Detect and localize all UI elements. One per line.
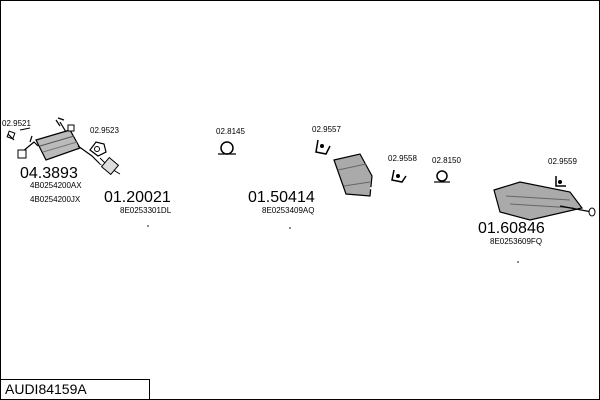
part-number: 01.20021: [104, 189, 171, 206]
accessory-label: 02.9558: [388, 154, 417, 163]
part-ref: 4B0254200AX: [30, 181, 82, 190]
part-number: 01.60846: [478, 220, 545, 237]
rear-silencer: [493, 181, 596, 221]
gasket-icon: [6, 127, 31, 140]
part-number: 01.50414: [248, 189, 315, 206]
part-ref: 8E0253301DL: [120, 206, 172, 215]
accessory-label: 02.9523: [90, 126, 119, 135]
hanger-icon: [555, 176, 566, 187]
diagram-title: AUDI84159A: [5, 381, 87, 397]
gasket-icon: [89, 141, 107, 157]
title-box: AUDI84159A: [1, 379, 150, 399]
hanger-icon: [315, 139, 331, 155]
accessory-label: 02.8145: [216, 127, 245, 136]
accessory-label: 02.8150: [432, 156, 461, 165]
centre-silencer: [206, 153, 501, 200]
accessory-label: 02.9559: [548, 157, 577, 166]
accessory-label: 02.9521: [2, 119, 31, 128]
part-number: 04.3893: [20, 165, 78, 182]
clamp-icon: [218, 141, 236, 155]
hanger-icon: [391, 169, 407, 183]
part-ref: 4B0254200JX: [30, 195, 81, 204]
accessory-label: 02.9557: [312, 125, 341, 134]
part-ref: 8E0253409AQ: [262, 206, 315, 215]
front-pipe: [99, 156, 209, 184]
part-ref: 8E0253609FQ: [490, 237, 543, 246]
clamp-icon: [434, 170, 450, 183]
